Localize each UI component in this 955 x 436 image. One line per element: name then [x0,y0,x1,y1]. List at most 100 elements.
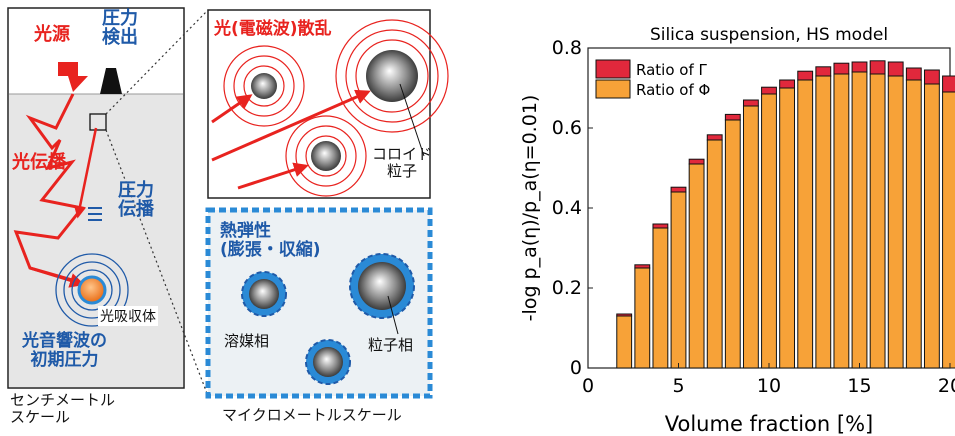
bar-gamma [942,75,955,93]
scatter-ring [295,125,357,187]
wave-ring-2 [63,261,121,319]
wave-ring-1 [71,269,113,311]
bar-gamma [634,264,651,269]
colloid-particle-label: コロイド 粒子 [372,145,433,181]
y-tick-label: 0 [570,357,582,379]
scatter-ring [233,55,295,117]
bar-phi [652,227,669,369]
x-tick-label: 0 [582,375,594,397]
absorber-label: 光吸収体 [98,306,158,326]
bar-phi [815,75,832,369]
bar-gamma [851,61,868,73]
wave-ring-3 [55,253,129,327]
absorber-icon [77,275,107,305]
thermoelastic-panel [205,207,433,399]
axes-group: 0510152000.20.40.60.8 [552,37,955,397]
bar-phi [887,75,904,369]
zoom-line-top [105,9,209,115]
pressure-detection-label: 圧力 検出 [102,8,138,48]
bar-gamma [833,62,850,75]
light-ray-2 [211,89,371,162]
bar-gamma [797,70,814,81]
scattering-title: 光(電磁波)散乱 [214,19,332,39]
y-axis-label: -log p_a(η)/p_a(η=0.01) [519,95,541,322]
particle-small-1 [251,73,277,99]
bar-phi [833,73,850,369]
detector-icon [100,68,122,94]
bar-phi [742,105,759,369]
light-ray-1 [211,94,253,124]
bar-phi [869,73,886,369]
bar-gamma [742,99,759,107]
bar-phi [942,91,955,369]
bar-phi [706,139,723,369]
light-ray-3 [237,162,309,190]
bar-gamma [905,67,922,81]
bar-gamma [779,79,796,89]
legend-swatch-gamma [595,59,631,79]
centimeter-scale-caption: センチメートル スケール [10,391,116,427]
particle-large [366,50,418,102]
bar-phi [797,79,814,369]
chart-title: Silica suspension, HS model [650,25,888,45]
zoom-box [89,113,107,131]
colloid-pointer [399,83,425,157]
pressure-propagation-label: 圧力 伝播 [118,180,154,220]
bar-gamma [761,86,777,95]
particle-phase-pointer [387,295,399,335]
scatter-ring [223,45,305,127]
x-axis-label: Volume fraction [%] [665,412,873,436]
solvent-phase-label: 溶媒相 [224,332,270,350]
left-panel [7,7,209,397]
bar-phi [724,119,741,369]
scatter-ring [285,115,367,197]
bars-group [616,60,955,369]
legend-label-phi: Ratio of Φ [636,81,710,99]
scatter-ring [355,39,429,113]
x-tick-label: 5 [672,375,684,397]
thermoelastic-title: 熱弾性 (膨張・収縮) [220,221,321,260]
bar-phi [616,315,633,369]
light-source-label: 光源 [34,24,70,45]
bar-phi [670,191,687,369]
bar-phi [923,83,940,369]
scatter-ring [335,19,449,133]
bar-gamma [670,186,687,193]
particle-small-3 [313,347,343,377]
bar-gamma [688,158,705,165]
y-tick-label: 0.8 [552,37,582,59]
scatter-ring [243,65,285,107]
bar-gamma [815,66,832,77]
light-propagation-label: 光伝播 [12,152,66,173]
bar-gamma [616,313,633,317]
bar-phi [688,163,705,369]
scatter-ring [345,29,439,123]
medium-region [9,94,183,387]
bar-gamma [887,61,904,77]
scatter-ring [305,135,347,177]
bar-phi [779,87,796,369]
x-tick-label: 20 [938,375,955,397]
x-tick-label: 10 [757,375,781,397]
pressure-wave-marks [88,207,102,221]
bar-phi [634,267,651,369]
bar-gamma [724,113,741,121]
legend-swatch-phi [595,79,631,99]
bar-phi [905,79,922,369]
particle-small-2 [311,141,341,171]
light-path-branch [73,127,98,219]
bar-chart: 0510152000.20.40.60.8 Ratio of Γ Ratio o… [519,25,955,436]
scattering-panel [207,9,449,199]
y-tick-label: 0.4 [552,197,582,219]
bar-phi [851,71,868,369]
bar-gamma [869,60,886,75]
x-tick-label: 15 [847,375,871,397]
legend-label-gamma: Ratio of Γ [636,61,708,79]
particle-solvent [249,279,279,309]
y-tick-label: 0.6 [552,117,582,139]
legend: Ratio of Γ Ratio of Φ [595,59,710,99]
light-path [13,93,85,282]
initial-pressure-label: 光音響波の 初期圧力 [22,331,107,370]
particle-phase-label: 粒子相 [368,336,414,354]
